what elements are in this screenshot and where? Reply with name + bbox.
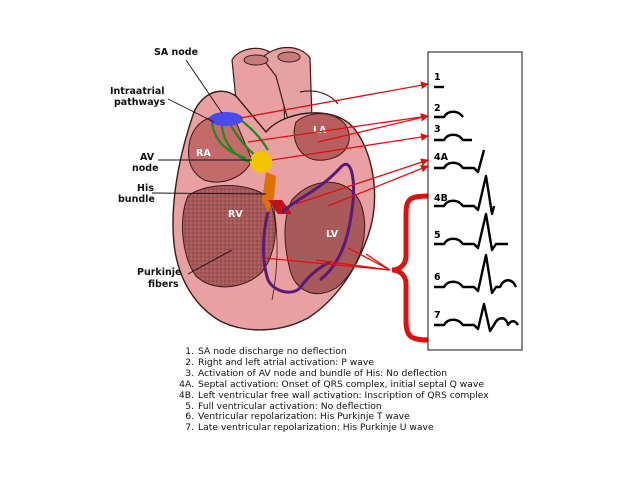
av-node	[250, 151, 272, 173]
purkinje-label-line1: Purkinje	[137, 267, 181, 278]
av-node-label-line2: node	[132, 163, 159, 174]
la-label: LA	[313, 125, 327, 136]
ecg-trace-4b	[434, 174, 496, 216]
trace-number-4b: 4B	[434, 193, 448, 204]
ecg-trace-4a	[434, 149, 486, 174]
trace-number-6: 6	[434, 272, 441, 283]
ecg-trace-3	[434, 133, 472, 142]
legend-item-7: 7.Late ventricular repolarization: His P…	[185, 422, 434, 434]
purkinje-label-line2: fibers	[148, 279, 179, 290]
ecg-trace-2	[434, 110, 464, 119]
activation-arrows	[239, 81, 429, 271]
trace-number-2: 2	[434, 103, 441, 114]
trace-number-1: 1	[434, 72, 441, 83]
left-atrium	[293, 113, 350, 161]
his-label-line2: bundle	[118, 194, 155, 205]
conduction-system	[209, 112, 355, 294]
trace-number-4a: 4A	[434, 152, 449, 163]
label-leaders	[151, 59, 267, 275]
intraatrial-label-line2: pathways	[114, 97, 166, 108]
legend-item-3: 3.Activation of AV node and bundle of Hi…	[185, 367, 448, 379]
ecg-trace-5	[434, 212, 508, 252]
trace-number-7: 7	[434, 310, 441, 321]
rv-label: RV	[228, 209, 243, 220]
sa-node	[209, 112, 243, 126]
legend-item-5: 5.Full ventricular activation: No deflec…	[185, 400, 382, 412]
legend-item-1: 1.SA node discharge no deflection	[185, 346, 347, 357]
lv-label: LV	[326, 229, 339, 240]
ecg-panel-frame	[427, 51, 523, 351]
legend-item-4b: 4B.Left ventricular free wall activation…	[178, 389, 489, 401]
legend-list: 1.SA node discharge no deflection 2.Righ…	[168, 346, 489, 434]
red-brace	[391, 193, 431, 343]
legend-item-4a: 4A.Septal activation: Onset of QRS compl…	[179, 378, 485, 390]
ra-label: RA	[196, 148, 211, 159]
right-ventricle	[181, 185, 276, 288]
legend-item-6: 6.Ventricular repolarization: His Purkin…	[185, 411, 410, 423]
his-bundle	[262, 172, 276, 212]
legend-item-2: 2.Right and left atrial activation: P wa…	[185, 356, 374, 368]
his-label-line1: His	[137, 183, 154, 194]
ecg-trace-7	[434, 302, 520, 333]
ecg-panel: 1 2 3 4A 4B 5 6 7	[427, 51, 523, 351]
anatomy-labels: SA node Intraatrial pathways AV node His…	[110, 47, 198, 290]
av-node-label-line1: AV	[140, 152, 155, 163]
ecg-trace-6	[434, 253, 518, 295]
heart: RA LA RV LV	[172, 46, 376, 331]
intraatrial-pathways	[210, 117, 269, 164]
trace-number-5: 5	[434, 230, 441, 241]
trace-number-3: 3	[434, 124, 441, 135]
intraatrial-label-line1: Intraatrial	[110, 86, 165, 97]
sa-node-label: SA node	[154, 47, 198, 58]
